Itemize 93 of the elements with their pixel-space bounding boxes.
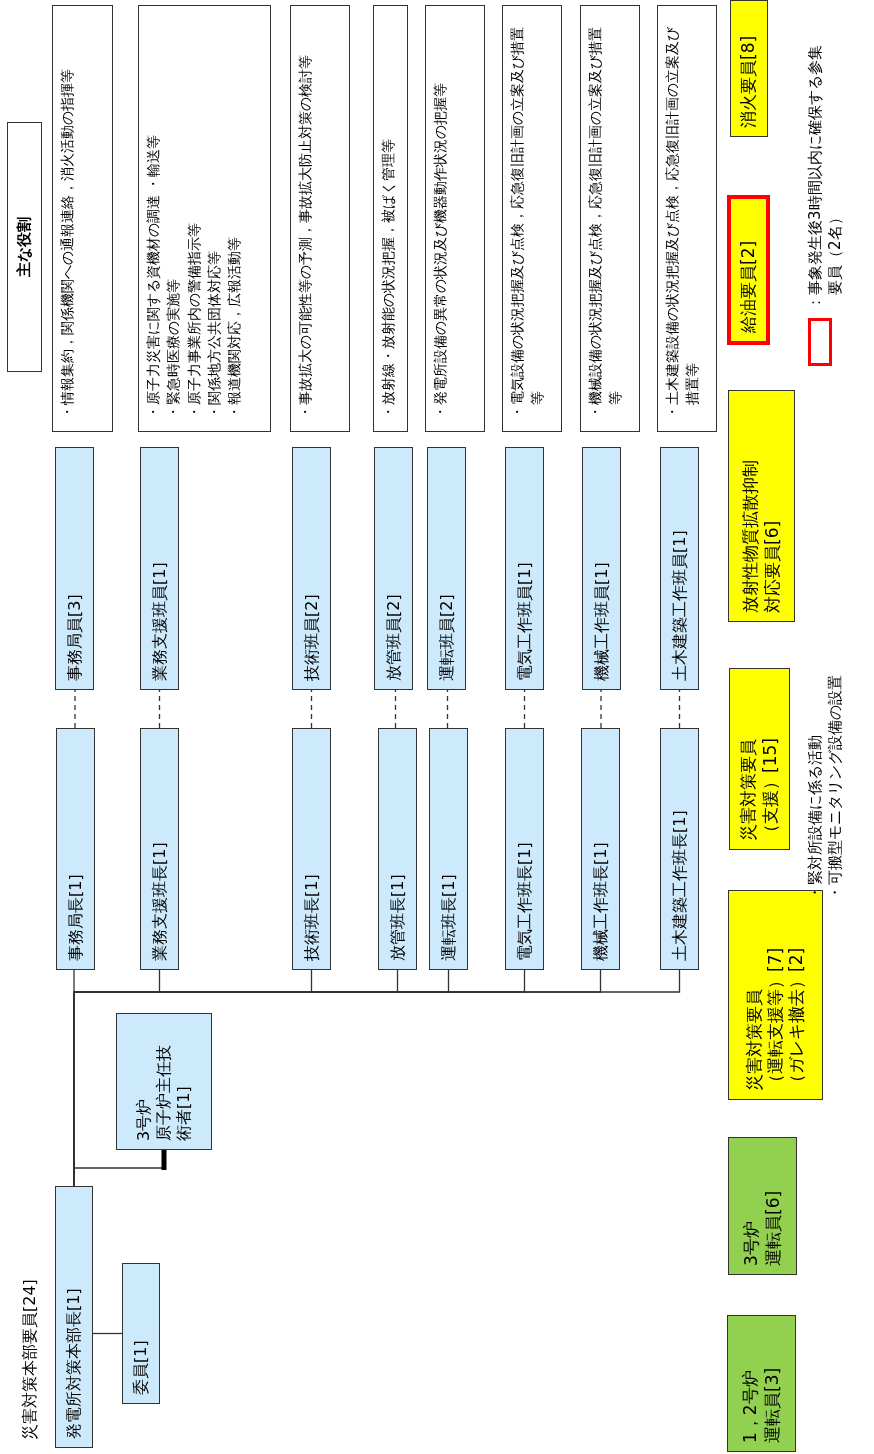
box-label: ・緊急時医療の実施等 [164, 279, 183, 419]
position-box [582, 447, 621, 690]
position-box [581, 728, 620, 970]
role-description-box [580, 5, 640, 432]
position-box [374, 447, 413, 690]
dashed-connector [158, 689, 161, 729]
box-label: 技術班員[2] [301, 594, 322, 681]
box-label: 技術班長[1] [301, 874, 322, 961]
box-label: 給油要員[2] [737, 240, 759, 333]
note-text: ・緊対所設備に係る活動 [806, 734, 825, 900]
box-label: ・関係地方公共団体対応等 [204, 251, 223, 419]
position-box [122, 1263, 160, 1404]
staff-box [729, 668, 790, 850]
box-label: ・放射線・放射能の状況把握，被ばく管理等 [379, 139, 397, 419]
box-label: （ガレキ撤去）[2] [786, 947, 808, 1091]
box-label: 業務支援班長[1] [149, 842, 170, 961]
position-box [505, 447, 544, 690]
box-label: 主な役割 [15, 217, 34, 277]
box-label: ・発電所設備の異常の状況及び機器動作状況の把握等 [431, 83, 449, 419]
box-label: 運転員[6] [762, 1190, 784, 1266]
position-box [660, 447, 699, 690]
position-box [660, 728, 699, 970]
box-label: （運転支援等）[7] [764, 947, 786, 1091]
box-label: ・土木建築設備の状況把握及び点検，応急復旧計画の立案及び措置等 [663, 26, 702, 419]
dashed-connector [600, 689, 602, 729]
staff-box [728, 390, 795, 622]
role-description-box [502, 5, 562, 432]
box-label: ・機械設備の状況把握及び点検，応急復旧計画の立案及び措置等 [586, 26, 625, 419]
staff-box [728, 890, 823, 1100]
staff-box [730, 0, 768, 137]
position-box [55, 1186, 93, 1448]
box-label: （支援）[15] [759, 738, 781, 841]
box-label: 電気工作班員[1] [514, 562, 535, 681]
box-label: 放管班員[2] [383, 594, 404, 681]
position-box [505, 728, 544, 970]
box-label: 委員[1] [131, 1340, 151, 1395]
position-box [55, 447, 94, 690]
box-label: 消火要員[8] [738, 35, 760, 128]
box-label: ・事故拡大の可能性等の予測，事故拡大防止対策の検討等 [296, 55, 314, 419]
box-label: 事務局員[3] [64, 594, 85, 681]
diagram-title: 災害対策本部要員[24] [20, 1279, 40, 1440]
position-box [429, 728, 468, 970]
box-label: ・報道機関対応，広報活動等 [225, 237, 244, 419]
dashed-connector [310, 689, 313, 729]
box-label: 運転班員[2] [436, 594, 457, 681]
connector-line [92, 1332, 123, 1335]
role-description-box [373, 5, 408, 432]
operator-box [728, 1137, 797, 1275]
box-label: 災害対策要員 [743, 989, 765, 1091]
box-label: 災害対策要員 [738, 739, 760, 841]
position-box [292, 447, 331, 690]
box-label: 業務支援班員[1] [149, 562, 170, 681]
header-box [7, 122, 42, 372]
box-label: 事務局長[1] [65, 874, 86, 961]
box-label: 土木建築工作班長[1] [669, 810, 690, 961]
staff-box [727, 195, 770, 345]
position-box [378, 728, 417, 970]
position-box [140, 447, 179, 690]
note-text: ・可搬型モニタリング設備の設置 [825, 674, 845, 900]
box-label: 原子炉主任技術者[1] [154, 1045, 194, 1141]
box-label: 1，2号炉 [740, 1370, 762, 1443]
box-label: 機械工作班員[1] [591, 562, 612, 681]
role-description-box [657, 5, 717, 432]
position-box [56, 728, 95, 970]
box-label: 発電所対策本部長[1] [64, 1288, 84, 1439]
box-label: 土木建築工作班員[1] [669, 530, 690, 681]
dashed-connector [446, 689, 449, 729]
dashed-connector [394, 689, 397, 729]
operator-box [727, 1315, 796, 1452]
role-description-box [425, 5, 485, 432]
position-box [140, 728, 179, 970]
dashed-connector [678, 689, 681, 729]
legend-text: ：事象発生後3時間以内に確保する参集要員（2名） [806, 44, 845, 310]
role-description-box [138, 5, 271, 432]
box-label: 機械工作班長[1] [590, 842, 611, 961]
dashed-connector [523, 689, 526, 729]
position-box [427, 447, 466, 690]
position-box [116, 1013, 212, 1150]
box-label: 放管班長[1] [387, 874, 408, 961]
box-label: 運転班長[1] [438, 874, 459, 961]
position-box [292, 728, 331, 970]
box-label: ・原子力災害に関する資機材の調達 ・輸送等 [144, 134, 162, 419]
role-description-box [290, 5, 350, 432]
box-label: 放射性物質拡散抑制対応要員[6] [740, 459, 783, 613]
box-label: ・原子力事業所内の警備指示等 [184, 223, 203, 419]
box-label: ・電気設備の状況把握及び点検，応急復旧計画の立案及び措置等 [508, 26, 547, 419]
box-label: 運転員[3] [761, 1367, 783, 1443]
role-description-box [52, 5, 113, 432]
box-label: 3号炉 [741, 1221, 763, 1266]
box-label: ・情報集約，関係機関への通報連絡，消火活動の指揮等 [58, 69, 76, 419]
dashed-connector [74, 689, 76, 729]
box-label: 3号炉 [134, 1098, 154, 1141]
box-label: 電気工作班長[1] [514, 842, 535, 961]
